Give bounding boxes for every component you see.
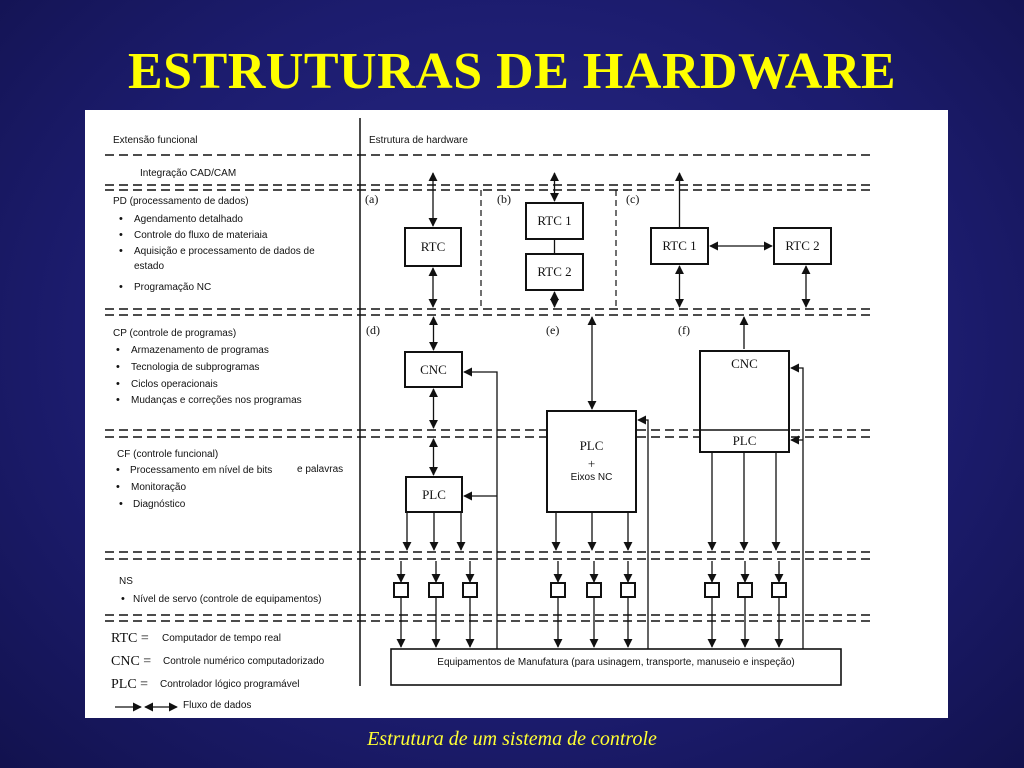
hardware-structure-diagram: Extensão funcional Estrutura de hardware… [85, 110, 948, 718]
servo-channels-e [551, 512, 633, 648]
ns-title: NS [119, 576, 133, 587]
rtc2-c-label: RTC 2 [785, 238, 819, 253]
servo-channels-f [707, 452, 784, 648]
rtc2-b-label: RTC 2 [537, 264, 571, 279]
cnc-d-block [404, 351, 463, 388]
bullet-icon: • [116, 464, 120, 476]
servo-box [462, 582, 478, 598]
slide-title: ESTRUTURAS DE HARDWARE [127, 43, 897, 100]
rtc1-c-block [650, 227, 709, 265]
cf-item: Diagnóstico [133, 499, 186, 510]
panel-labels: (a) (b) (c) (d) (e) (f) [365, 192, 690, 337]
panel-label-f: (f) [678, 323, 690, 337]
plc-e-label: PLC [580, 438, 604, 453]
servo-box [586, 582, 602, 598]
cp-title: CP (controle de programas) [113, 328, 236, 339]
panel-label-c: (c) [626, 192, 639, 206]
legend-desc: Controlador lógico programável [160, 679, 300, 690]
eixos-nc-label: Eixos NC [571, 472, 613, 483]
flow-label: Fluxo de dados [183, 700, 251, 711]
bullet-icon: • [116, 481, 120, 493]
servo-box [620, 582, 636, 598]
servo-box [393, 582, 409, 598]
servo-channels-d [396, 512, 475, 648]
panel-label-e: (e) [546, 323, 559, 337]
legend-abbr: CNC = [111, 654, 151, 669]
bullet-icon: • [116, 378, 120, 390]
bullet-icon: • [116, 394, 120, 406]
level-separators [105, 154, 875, 622]
servo-box [771, 582, 787, 598]
legend-abbr: PLC = [111, 677, 148, 692]
pd-item: estado [134, 261, 164, 272]
rtc2-c-block [773, 227, 832, 265]
equipment-block [390, 648, 842, 686]
plus-e-label: + [588, 456, 595, 471]
rtc-a-label: RTC [421, 239, 446, 254]
legend-desc: Computador de tempo real [162, 633, 281, 644]
cnc-d-label: CNC [420, 362, 447, 377]
bullet-icon: • [119, 281, 123, 293]
cf-title: CF (controle funcional) [117, 449, 218, 460]
panel-label-b: (b) [497, 192, 511, 206]
rtc1-b-label: RTC 1 [537, 213, 571, 228]
diagram-background [85, 110, 948, 718]
pd-items: • Agendamento detalhado • Controle do fl… [119, 213, 315, 293]
feedback-arrow [637, 415, 649, 649]
bullet-icon: • [119, 213, 123, 225]
servo-box [428, 582, 444, 598]
feedback-arrow [463, 367, 498, 649]
rtc2-b-block [525, 253, 584, 291]
bullet-icon: • [119, 229, 123, 241]
cf-items: • Processamento em nível de bits e palav… [116, 464, 343, 510]
servo-boxes [393, 582, 787, 598]
equipment-label: Equipamentos de Manufatura (para usinage… [437, 657, 794, 668]
bullet-icon: • [116, 344, 120, 356]
rtc-a-block [404, 227, 462, 267]
servo-box [737, 582, 753, 598]
pd-title: PD (processamento de dados) [113, 196, 249, 207]
plc-f-label: PLC [733, 433, 757, 448]
cp-item: Mudanças e correções nos programas [131, 395, 302, 406]
block-labels: RTC RTC 1 RTC 2 RTC 1 RTC 2 CNC PLC PLC … [420, 213, 820, 668]
legend-desc: Controle numérico computadorizado [163, 656, 325, 667]
bullet-icon: • [121, 593, 125, 605]
pd-item: Aquisição e processamento de dados de [134, 246, 315, 257]
panel-label-a: (a) [365, 192, 378, 206]
pd-item: Programação NC [134, 282, 211, 293]
header-hardware-structure: Estrutura de hardware [369, 135, 468, 146]
rtc1-c-label: RTC 1 [662, 238, 696, 253]
cp-item: Tecnologia de subprogramas [131, 362, 259, 373]
feedback-arrow [790, 363, 804, 649]
pd-item: Controle do fluxo de materiaia [134, 230, 268, 241]
cf-item: Processamento em nível de bits [130, 465, 272, 476]
ns-item: Nível de servo (controle de equipamentos… [133, 594, 321, 605]
connections [396, 172, 811, 649]
header-functional-extent: Extensão funcional [113, 135, 198, 146]
legend: RTC = Computador de tempo real CNC = Con… [111, 631, 325, 712]
bullet-icon: • [119, 245, 123, 257]
bullet-icon: • [119, 498, 123, 510]
legend-abbr: RTC = [111, 631, 149, 646]
cp-items: • Armazenamento de programas • Tecnologi… [116, 344, 302, 406]
pd-item: Agendamento detalhado [134, 214, 243, 225]
panel-label-d: (d) [366, 323, 380, 337]
cf-item: e palavras [297, 464, 343, 475]
blocks [390, 202, 842, 686]
cnc-f-label: CNC [731, 356, 758, 371]
cp-item: Armazenamento de programas [131, 345, 269, 356]
plc-e-block [546, 410, 637, 513]
slide-caption: Estrutura de um sistema de controle [367, 728, 657, 750]
bullet-icon: • [116, 361, 120, 373]
cadcam-label: Integração CAD/CAM [140, 168, 236, 179]
cf-item: Monitoração [131, 482, 186, 493]
servo-box [704, 582, 720, 598]
servo-box [550, 582, 566, 598]
plc-d-label: PLC [422, 487, 446, 502]
cp-item: Ciclos operacionais [131, 379, 218, 390]
